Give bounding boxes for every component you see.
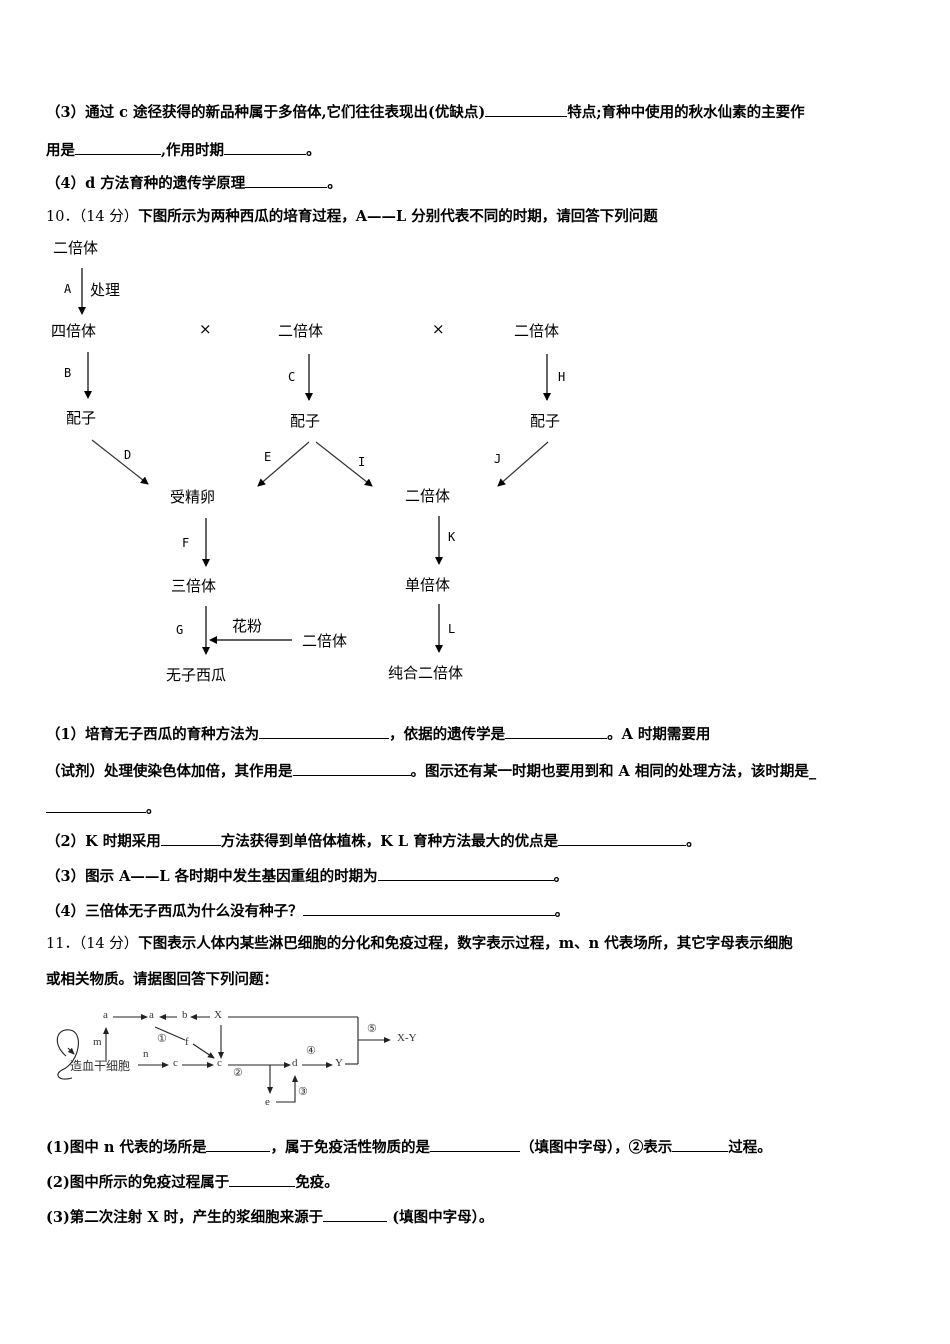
node-gamete: 配子 xyxy=(290,412,321,430)
stage-label-C: C xyxy=(288,370,296,384)
node-X: X xyxy=(214,1009,222,1021)
node-hematopoietic-stem-cell: 造血干细胞 xyxy=(70,1059,131,1073)
answer-blank[interactable] xyxy=(672,1137,729,1152)
answer-blank[interactable] xyxy=(377,866,554,881)
q9-part4: （4）d 方法育种的遗传学原理。 xyxy=(46,173,342,192)
answer-blank[interactable] xyxy=(505,724,608,739)
process-3: ③ xyxy=(298,1086,308,1098)
answer-blank[interactable] xyxy=(292,761,411,776)
node-diploid-pollen: 二倍体 xyxy=(302,632,348,650)
node-c: c xyxy=(217,1057,222,1069)
answer-blank[interactable] xyxy=(429,1137,520,1152)
stage-label-K: K xyxy=(448,530,456,544)
answer-blank[interactable] xyxy=(160,831,221,846)
node-a: a xyxy=(149,1009,154,1021)
process-4: ④ xyxy=(306,1045,316,1057)
question-number: 10．（14 分） xyxy=(46,209,139,225)
label-n: n xyxy=(143,1048,149,1060)
node-X-Y: X-Y xyxy=(397,1032,417,1044)
node-seedless-watermelon: 无子西瓜 xyxy=(166,666,227,684)
answer-blank[interactable] xyxy=(75,140,161,155)
answer-blank[interactable] xyxy=(302,901,555,916)
node-b: b xyxy=(182,1009,188,1021)
pollen-label: 花粉 xyxy=(232,617,263,635)
node-triploid: 三倍体 xyxy=(171,577,217,595)
answer-blank[interactable] xyxy=(485,102,568,117)
label-m: m xyxy=(93,1036,102,1048)
node-pure-diploid: 纯合二倍体 xyxy=(388,664,464,682)
q10-part1-line2: （试剂）处理使染色体加倍，其作用是。图示还有某一时期也要用到和 A 相同的处理方… xyxy=(46,761,817,780)
node-diploid-mid: 二倍体 xyxy=(278,322,324,340)
process-2: ② xyxy=(233,1067,243,1079)
node-gamete: 配子 xyxy=(530,412,561,430)
node-Y: Y xyxy=(335,1057,343,1069)
process-5: ⑤ xyxy=(367,1023,377,1035)
stage-label-I: I xyxy=(358,455,366,469)
answer-blank[interactable] xyxy=(206,1137,271,1152)
q11-part1: (1)图中 n 代表的场所是，属于免疫活性物质的是（填图中字母），②表示过程。 xyxy=(46,1137,772,1156)
answer-blank[interactable] xyxy=(229,1172,296,1187)
stage-label-D: D xyxy=(124,448,132,462)
q10-part2: （2）K 时期采用方法获得到单倍体植株，K L 育种方法最大的优点是。 xyxy=(46,831,701,850)
node-zygote: 受精卵 xyxy=(170,488,216,506)
stage-label-J: J xyxy=(494,452,502,466)
q10-part1-line1: （1）培育无子西瓜的育种方法为，依据的遗传学是。A 时期需要用 xyxy=(46,724,711,743)
q10-part1-line3: 。 xyxy=(46,798,161,819)
node-d: d xyxy=(292,1057,298,1069)
stage-label-L: L xyxy=(448,622,456,636)
treatment-label: 处理 xyxy=(90,281,121,299)
answer-blank[interactable] xyxy=(224,140,307,155)
node-tetraploid: 四倍体 xyxy=(51,322,97,340)
question-number: 11．（14 分） xyxy=(46,936,139,952)
q11-part3: (3)第二次注射 X 时，产生的浆细胞来源于 (填图中字母）。 xyxy=(46,1207,494,1226)
stage-label-B: B xyxy=(64,366,72,380)
answer-blank[interactable] xyxy=(46,798,146,813)
q10-stem: 10．（14 分）下图所示为两种西瓜的培育过程，A——L 分别代表不同的时期，请… xyxy=(46,208,658,225)
node-gamete: 配子 xyxy=(66,409,97,427)
stage-label-G: G xyxy=(176,623,184,637)
answer-blank[interactable] xyxy=(323,1207,388,1222)
answer-blank[interactable] xyxy=(245,173,328,188)
node-c: c xyxy=(173,1057,178,1069)
cross-symbol: × xyxy=(432,320,445,338)
node-haploid: 单倍体 xyxy=(405,576,451,594)
stage-label-F: F xyxy=(182,536,190,550)
process-1: ① xyxy=(157,1033,167,1045)
node-diploid-center: 二倍体 xyxy=(405,487,451,505)
node-f: f xyxy=(185,1036,189,1048)
q9-part3-line1: （3）通过 c 途径获得的新品种属于多倍体,它们往往表现出(优缺点)特点;育种中… xyxy=(46,102,805,121)
q10-part3: （3）图示 A——L 各时期中发生基因重组的时期为。 xyxy=(46,866,569,885)
stage-label-E: E xyxy=(264,450,272,464)
cross-symbol: × xyxy=(199,320,212,338)
q11-stem-line2: 或相关物质。请据图回答下列问题： xyxy=(46,971,278,988)
q9-part3-line2: 用是,作用时期。 xyxy=(46,140,321,159)
q11-stem-line1: 11．（14 分）下图表示人体内某些淋巴细胞的分化和免疫过程，数字表示过程，m、… xyxy=(46,935,793,952)
stage-label-H: H xyxy=(558,370,566,384)
q11-part2: (2)图中所示的免疫过程属于免疫。 xyxy=(46,1172,339,1191)
node-diploid-top: 二倍体 xyxy=(53,239,99,257)
node-diploid-right: 二倍体 xyxy=(514,322,560,340)
diagram-arrows xyxy=(78,268,551,655)
answer-blank[interactable] xyxy=(558,831,687,846)
answer-blank[interactable] xyxy=(259,724,390,739)
node-e: e xyxy=(265,1096,270,1108)
node-a: a xyxy=(103,1009,108,1021)
q10-part4: （4）三倍体无子西瓜为什么没有种子？。 xyxy=(46,901,570,920)
stage-label-A: A xyxy=(64,282,72,296)
